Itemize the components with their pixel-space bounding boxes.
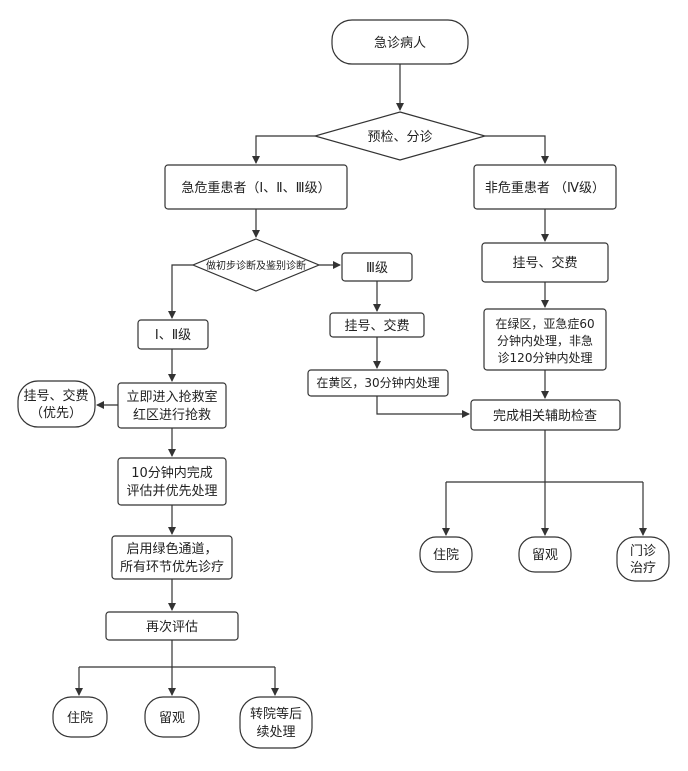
node-rescue-room-line-2: 红区进行抢救 bbox=[133, 407, 211, 423]
connector-yellow-aux bbox=[376, 396, 470, 418]
node-noncritical-label: 非危重患者 （Ⅳ级） bbox=[485, 180, 605, 196]
connector-triage-critical bbox=[252, 135, 315, 164]
node-right-outpatient: 门诊 治疗 bbox=[616, 536, 670, 582]
node-left-transfer-line-2: 续处理 bbox=[256, 725, 295, 740]
node-aux-check: 完成相关辅助检查 bbox=[470, 399, 621, 431]
node-noncritical: 非危重患者 （Ⅳ级） bbox=[473, 164, 617, 210]
node-diagnose-label: 做初步诊断及鉴别诊断 bbox=[206, 259, 306, 272]
node-green-zone: 在绿区，亚急症60 分钟内处理，非急 诊120分钟内处理 bbox=[483, 308, 607, 371]
node-assess-10min: 10分钟内完成 评估并优先处理 bbox=[117, 457, 227, 506]
node-right-outpatient-line-2: 治疗 bbox=[630, 561, 656, 576]
node-rescue-room-line-1: 立即进入抢救室 bbox=[126, 389, 217, 405]
node-right-observe-label: 留观 bbox=[532, 548, 558, 563]
node-level3: Ⅲ级 bbox=[341, 252, 413, 282]
node-aux-check-label: 完成相关辅助检查 bbox=[493, 409, 597, 424]
node-right-observe: 留观 bbox=[518, 536, 572, 573]
node-start: 急诊病人 bbox=[331, 19, 469, 65]
node-start-label: 急诊病人 bbox=[374, 36, 426, 51]
node-green-channel-line-1: 启用绿色通道， bbox=[126, 541, 217, 557]
node-assess-10min-line-2: 评估并优先处理 bbox=[126, 484, 217, 499]
node-left-transfer: 转院等后 续处理 bbox=[239, 696, 313, 749]
node-green-zone-line-1: 在绿区，亚急症60 bbox=[495, 316, 594, 331]
node-register-priority-line-2: （优先） bbox=[30, 406, 82, 421]
node-left-transfer-line-1: 转院等后 bbox=[250, 706, 302, 722]
connector-triage-noncritical bbox=[485, 135, 549, 164]
node-left-hospitalize: 住院 bbox=[52, 696, 108, 738]
node-rescue-room: 立即进入抢救室 红区进行抢救 bbox=[117, 382, 227, 429]
node-level12-label: Ⅰ、Ⅱ级 bbox=[155, 328, 191, 343]
node-level12: Ⅰ、Ⅱ级 bbox=[137, 319, 209, 350]
connector-diagnose-level12 bbox=[168, 264, 193, 319]
node-green-zone-line-3: 诊120分钟内处理 bbox=[498, 350, 593, 365]
node-diagnose: 做初步诊断及鉴别诊断 bbox=[191, 238, 321, 292]
node-register-mid: 挂号、交费 bbox=[329, 312, 425, 338]
node-reassess-label: 再次评估 bbox=[146, 619, 198, 635]
connectors bbox=[75, 64, 647, 696]
node-register-mid-label: 挂号、交费 bbox=[344, 318, 409, 334]
node-yellow-zone-label: 在黄区，30分钟内处理 bbox=[316, 375, 439, 390]
node-level3-label: Ⅲ级 bbox=[366, 261, 388, 276]
node-register-right: 挂号、交费 bbox=[481, 242, 609, 283]
node-right-hospitalize: 住院 bbox=[419, 536, 473, 573]
node-left-observe: 留观 bbox=[144, 696, 200, 738]
node-green-channel-line-2: 所有环节优先诊疗 bbox=[120, 560, 224, 575]
connector-aux-split bbox=[446, 430, 643, 483]
node-right-outpatient-line-1: 门诊 bbox=[630, 544, 656, 559]
node-green-channel: 启用绿色通道， 所有环节优先诊疗 bbox=[111, 535, 233, 580]
node-register-right-label: 挂号、交费 bbox=[512, 255, 577, 271]
node-register-priority-line-1: 挂号、交费 bbox=[23, 388, 88, 404]
node-green-zone-line-2: 分钟内处理，非急 bbox=[497, 333, 593, 348]
node-assess-10min-line-1: 10分钟内完成 bbox=[131, 465, 213, 481]
node-left-hospitalize-label: 住院 bbox=[67, 711, 93, 726]
node-triage-label: 预检、分诊 bbox=[367, 130, 432, 145]
node-reassess: 再次评估 bbox=[105, 611, 239, 641]
node-triage: 预检、分诊 bbox=[312, 111, 488, 161]
node-right-hospitalize-label: 住院 bbox=[433, 548, 459, 563]
node-critical: 急危重患者（Ⅰ、Ⅱ、Ⅲ级） bbox=[164, 164, 348, 210]
node-register-priority: 挂号、交费 （优先） bbox=[17, 380, 96, 428]
connector-reassess-split bbox=[79, 640, 275, 668]
node-yellow-zone: 在黄区，30分钟内处理 bbox=[307, 369, 449, 397]
node-critical-label: 急危重患者（Ⅰ、Ⅱ、Ⅲ级） bbox=[181, 180, 330, 196]
node-left-observe-label: 留观 bbox=[159, 711, 185, 726]
